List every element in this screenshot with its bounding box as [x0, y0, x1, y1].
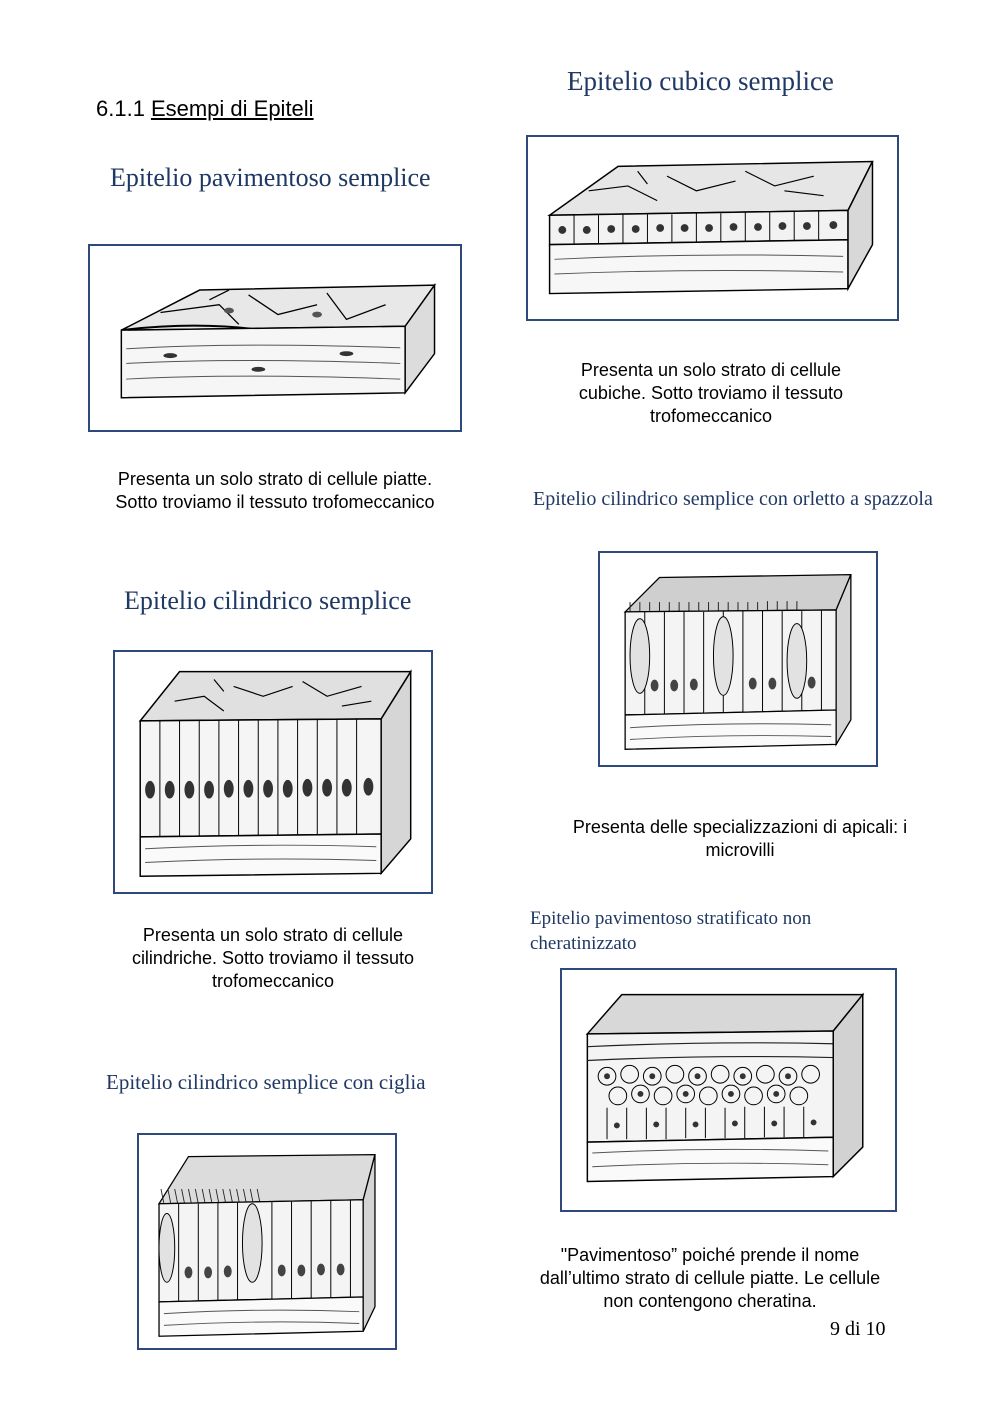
figure-title-line: cheratinizzato: [530, 933, 637, 954]
caption-line: microvilli: [705, 840, 775, 860]
caption-line: Sotto troviamo il tessuto trofomeccanico: [115, 492, 435, 512]
columnar-epithelium-illustration: [138, 669, 413, 878]
ciliated-epithelium-illustration: [157, 1153, 376, 1337]
figure-title-cubico: Epitelio cubico semplice: [567, 66, 834, 96]
squamous-epithelium-illustration: [120, 282, 436, 399]
caption-cubico: Presenta un solo strato di cellule cubic…: [530, 359, 892, 428]
caption-line: Presenta delle specializzazioni di apica…: [572, 817, 908, 837]
figure-cubico-image: [526, 135, 899, 321]
figure-pavimentoso-image: [88, 244, 462, 432]
figure-title-line: Epitelio pavimentoso stratificato non: [530, 908, 812, 929]
caption-stratificato: "Pavimentoso” poiché prende il nome dall…: [505, 1244, 915, 1313]
caption-cilindrico: Presenta un solo strato di cellule cilin…: [113, 924, 433, 993]
brush-border-epithelium-illustration: [623, 573, 852, 750]
figure-title-cilindrico: Epitelio cilindrico semplice: [124, 586, 412, 615]
figure-title-stratificato: Epitelio pavimentoso stratificato non ch…: [530, 906, 811, 956]
figure-title-ciglia: Epitelio cilindrico semplice con ciglia: [106, 1070, 426, 1094]
figure-stratificato-image: [560, 968, 897, 1212]
cuboidal-epithelium-illustration: [547, 160, 874, 295]
caption-line: "Pavimentoso” poiché prende il nome: [560, 1245, 860, 1265]
caption-line: Presenta un solo strato di cellule piatt…: [117, 469, 433, 489]
caption-line: Presenta un solo strato di cellule: [142, 925, 404, 945]
figure-title-orletto: Epitelio cilindrico semplice con orletto…: [533, 488, 933, 510]
caption-line: trofomeccanico: [211, 971, 335, 991]
page-number: 9 di 10: [830, 1318, 886, 1340]
figure-ciglia-image: [137, 1133, 397, 1350]
caption-orletto: Presenta delle specializzazioni di apica…: [540, 816, 940, 862]
caption-line: trofomeccanico: [649, 406, 773, 426]
figure-title-pavimentoso: Epitelio pavimentoso semplice: [110, 163, 431, 192]
caption-pavimentoso: Presenta un solo strato di cellule piatt…: [90, 468, 460, 514]
section-number: 6.1.1: [96, 96, 145, 121]
figure-orletto-image: [598, 551, 878, 767]
figure-cilindrico-image: [113, 650, 433, 894]
stratified-squamous-epithelium-illustration: [585, 992, 865, 1183]
caption-line: non contengono cheratina.: [603, 1291, 817, 1311]
caption-line: cubiche. Sotto troviamo il tessuto: [578, 383, 844, 403]
caption-line: cilindriche. Sotto troviamo il tessuto: [131, 948, 415, 968]
section-title: Esempi di Epiteli: [150, 96, 314, 121]
caption-line: Presenta un solo strato di cellule: [580, 360, 842, 380]
caption-line: dall’ultimo strato di cellule piatte. Le…: [539, 1268, 881, 1288]
